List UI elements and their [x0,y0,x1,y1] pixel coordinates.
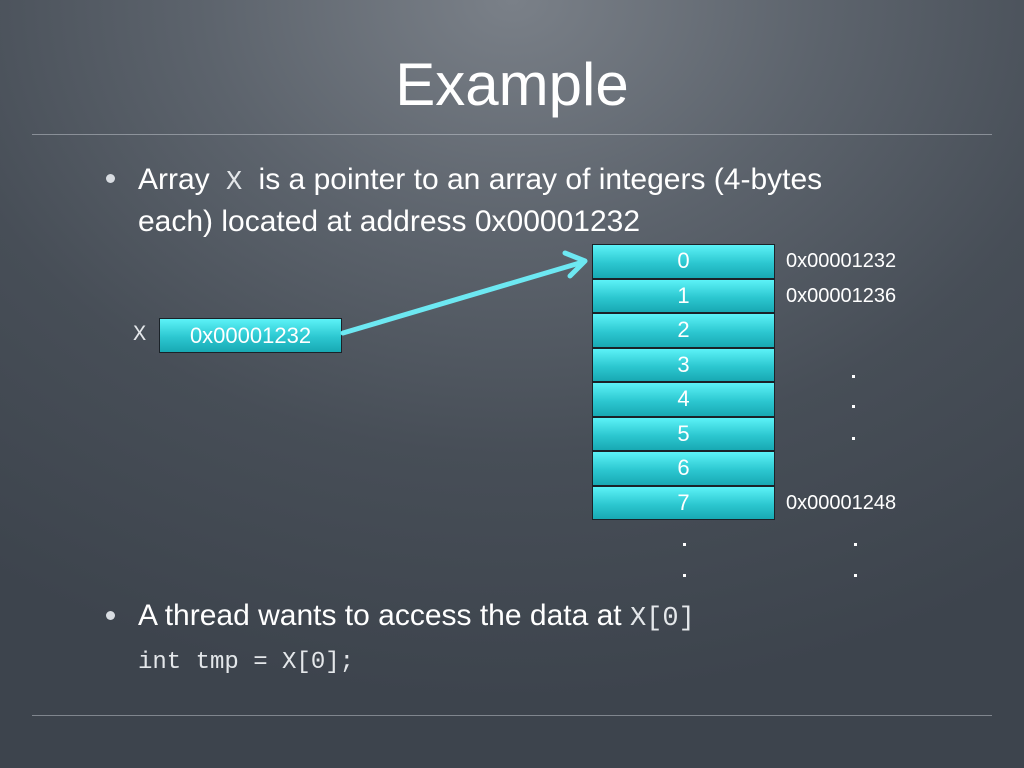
bullet-2-code: X[0] [629,604,695,634]
ellipsis-dot [854,543,857,546]
pointer-label: X [133,322,147,347]
address-cell-7: 0x00001248 [786,492,897,514]
array-cell-7: 7 [592,485,775,520]
ellipsis-dot [852,375,855,378]
footer-divider [32,715,992,716]
address-cell-0: 0x00001232 [786,250,897,272]
array-cell-5: 5 [592,416,775,451]
ellipsis-dot [683,574,686,577]
ellipsis-dot [852,437,855,440]
pointer-box: 0x00001232 [159,318,342,353]
bullet-2-text-pre: A thread wants to access the data at [138,599,630,632]
code-line: int tmp = X[0]; [138,649,355,676]
bullet-1-code: X [226,168,243,198]
bullet-1-text-post: is a pointer to an array of integers (4-… [250,163,823,196]
address-cell-1: 0x00001236 [786,285,897,307]
bullet-1-line-1: Array X is a pointer to an array of inte… [138,162,822,201]
array-cell-1: 1 [592,278,775,313]
array-cell-4: 4 [592,382,775,417]
array-cell-2: 2 [592,313,775,348]
bullet-dot [106,174,115,183]
slide-title: Example [395,51,629,118]
ellipsis-dot [683,543,686,546]
arrow-head [562,250,588,279]
bullet-1-text-pre: Array [138,163,219,196]
array: 0 1 2 3 4 5 6 7 [592,244,775,520]
ellipsis-dot [852,405,855,408]
bullet-1-line-2: each) located at address 0x00001232 [138,205,641,238]
bullet-dot [106,611,115,620]
array-cell-3: 3 [592,347,775,382]
array-cell-6: 6 [592,451,775,486]
ellipsis-dot [854,574,857,577]
array-cell-0: 0 [592,244,775,279]
title-divider [32,134,992,135]
arrow-shaft [340,259,586,336]
bullet-2-line: A thread wants to access the data at X[0… [138,598,695,637]
